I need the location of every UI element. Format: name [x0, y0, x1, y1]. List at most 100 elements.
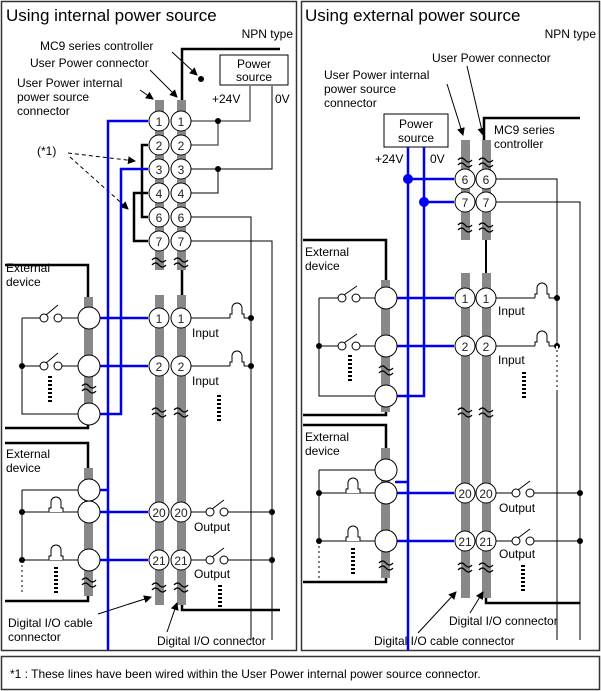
left-user-power-connector-label: User Power connector [30, 56, 149, 70]
right-cable-pin-2-label: 2 [462, 340, 469, 354]
left-internal-conn-label-1: User Power internal [17, 76, 122, 90]
left-controller-outline-lower [180, 255, 280, 612]
right-ext-device2-label2: device [305, 444, 340, 458]
left-cable-pin-1-label: 1 [156, 312, 163, 326]
left-io-pin-1-label: 1 [178, 312, 185, 326]
left-user-power-arrow [149, 69, 178, 98]
break-mark-icon [173, 407, 189, 418]
left-input-label-1: Input [192, 326, 219, 340]
break-mark-icon [457, 407, 473, 418]
break-mark-icon [478, 157, 494, 168]
left-ext2-terminal-2 [77, 500, 101, 524]
right-input-label-2: Input [498, 353, 525, 367]
left-internal-pin-6 [148, 206, 170, 228]
break-mark-icon [151, 257, 167, 268]
left-ext-device1-label1: External [6, 261, 50, 275]
footnote-text: *1 : These lines have been wired within … [10, 667, 481, 681]
left-controller-outline [180, 47, 280, 107]
right-internal-conn-label2: power source [324, 82, 396, 96]
right-output-switch-icon-1 [511, 488, 521, 498]
left-output-switch-icon-1 [205, 507, 215, 517]
left-cable-conn-label2: connector [8, 630, 61, 644]
left-ext2-terminal-1 [77, 478, 101, 502]
left-io-pin-2 [170, 355, 192, 377]
left-output-switch-icon-2 [205, 555, 215, 565]
left-controller-label: MC9 series controller [40, 39, 153, 53]
left-internal-pin-7 [148, 230, 170, 252]
left-ext-device1-label2: device [6, 275, 41, 289]
break-mark-icon [457, 157, 473, 168]
left-cable-pin-21 [148, 549, 170, 571]
left-ext-led-icon-2 [48, 544, 64, 560]
left-power-source-line2: source [236, 70, 272, 84]
left-blue-0v [100, 167, 148, 416]
left-panel-border [0, 0, 298, 652]
left-controller-dot [198, 76, 204, 82]
left-npn-type: NPN type [242, 27, 294, 41]
left-user-power-pin-4-label: 4 [178, 187, 185, 201]
break-mark-icon [478, 562, 494, 573]
right-ext-device2-label1: External [305, 430, 349, 444]
left-user-power-pin-2-label: 2 [178, 139, 185, 153]
left-io-pin-21 [170, 549, 192, 571]
right-user-power-pin-7 [475, 191, 497, 213]
left-internal-pin-4 [148, 182, 170, 204]
left-internal-conn-label-2: power source [17, 90, 89, 104]
left-user-power-pin-7-label: 7 [178, 235, 185, 249]
left-cable-pin-20 [148, 501, 170, 523]
left-internal-pin-3 [148, 158, 170, 180]
left-internal-pin-4-label: 4 [156, 187, 163, 201]
note-mark: (*1) [37, 144, 56, 158]
left-input-led-icon-1 [229, 302, 245, 318]
left-cable-pin-20-label: 20 [152, 506, 166, 520]
left-cable-pin-2 [148, 355, 170, 377]
left-user-power-pin-6 [170, 206, 192, 228]
left-internal-pin-6-label: 6 [156, 211, 163, 225]
right-ext2-terminal-1 [374, 458, 398, 482]
right-cable-pin-1-label: 1 [462, 292, 469, 306]
right-input-led-icon-1 [534, 282, 550, 298]
right-user-power-pin-6 [475, 168, 497, 190]
right-io-pin-1-label: 1 [483, 292, 490, 306]
right-cable-pin-20-label: 20 [458, 487, 472, 501]
right-ext2-terminal-2 [374, 481, 398, 505]
left-user-power-pin-3-label: 3 [178, 163, 185, 177]
break-mark-icon [173, 582, 189, 593]
left-controller-arrow [171, 51, 198, 76]
left-internal-pin-2 [148, 134, 170, 156]
left-power-source-line1: Power [237, 57, 271, 71]
left-cable-pin-1 [148, 307, 170, 329]
left-io-pin-20 [170, 501, 192, 523]
right-power-source-line2: source [398, 131, 434, 145]
break-mark-icon [378, 365, 394, 376]
right-ext-device1-label1: External [305, 245, 349, 259]
left-ext2-terminal-3 [77, 548, 101, 572]
right-ext2-terminal-3 [374, 529, 398, 553]
right-power-source-line1: Power [399, 117, 433, 131]
left-24v-label: +24V [212, 92, 240, 106]
right-internal-conn-label3: connector [324, 96, 377, 110]
right-0v-label: 0V [430, 152, 445, 166]
right-panel-border [300, 0, 601, 652]
right-internal-conn-label1: User Power internal [324, 68, 429, 82]
left-panel-title: Using internal power source [6, 6, 217, 25]
break-mark-icon [378, 560, 394, 571]
left-user-power-pin-2 [170, 134, 192, 156]
right-cable-pin-21 [454, 530, 476, 552]
break-mark-icon [478, 407, 494, 418]
right-cable-pin-2 [454, 335, 476, 357]
left-0v-label: 0V [275, 92, 290, 106]
right-user-power-connector-label: User Power connector [432, 51, 551, 65]
right-internal-pin-6-label: 6 [462, 173, 469, 187]
left-ext1-terminal-1 [77, 306, 101, 330]
jumper-4-7 [132, 191, 148, 243]
left-cable-pin-2-label: 2 [156, 360, 163, 374]
right-io-pin-2-label: 2 [483, 340, 490, 354]
footnote-border [0, 655, 601, 691]
left-user-power-pin-1-label: 1 [178, 115, 185, 129]
right-ext-led-icon-1 [345, 477, 361, 493]
right-io-pin-21-label: 21 [479, 535, 493, 549]
break-mark-icon [173, 257, 189, 268]
break-mark-icon [151, 407, 167, 418]
break-mark-icon [478, 222, 494, 233]
